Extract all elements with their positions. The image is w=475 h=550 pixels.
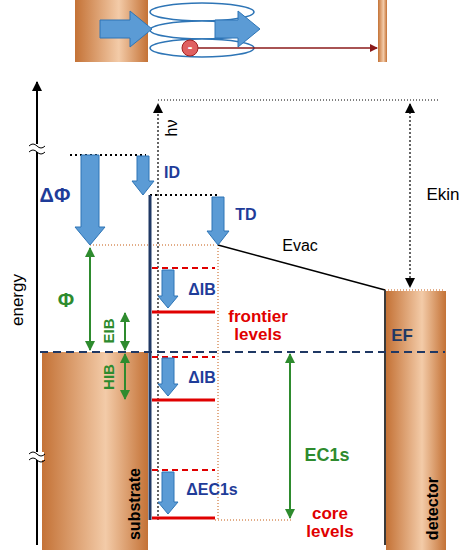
level-shifted: [152, 311, 215, 314]
annotation-label: EIB: [101, 318, 117, 343]
level-unshifted: [152, 469, 215, 471]
kinetic-energy-arrow: [409, 104, 410, 287]
binding-energy-arrow: [289, 354, 291, 518]
shift-arrow: [158, 472, 178, 514]
reference-dotted-line: [385, 290, 445, 291]
annotation-label: -: [188, 40, 193, 55]
shift-arrow: [158, 358, 178, 396]
shift-arrow: [207, 197, 229, 245]
block-label: substrate: [126, 468, 144, 540]
annotation-label: ΔΦ: [40, 185, 71, 206]
dipole-arrow: [215, 11, 260, 47]
electron-path: [198, 47, 377, 49]
annotation-label: EF: [391, 327, 413, 345]
annotation-label: HIB: [101, 364, 117, 390]
annotation-label: energy: [9, 274, 27, 326]
annotation-label: EC1s: [304, 446, 349, 465]
detector-block: [378, 0, 387, 62]
block-label: detector: [424, 477, 442, 540]
level-unshifted: [152, 267, 215, 269]
photon-level-line: [158, 100, 440, 101]
reference-dotted-line: [150, 194, 218, 196]
annotation-label: ΔIB: [188, 370, 216, 387]
annotation-label: core levels: [295, 505, 365, 541]
axis-break: [29, 452, 45, 462]
dipole-arrow: [100, 11, 152, 47]
shift-arrow: [158, 270, 178, 308]
annotation-label: Ekin: [426, 186, 459, 204]
annotation-label: hν: [164, 120, 181, 137]
fermi-level-line: [40, 351, 445, 353]
annotation-label: ΔIB: [188, 282, 216, 299]
shift-arrow: [132, 156, 154, 195]
annotation-label: frontier levels: [218, 308, 298, 344]
shift-arrow: [75, 155, 105, 245]
annotation-label: Φ: [58, 290, 74, 311]
annotation-label: TD: [235, 207, 256, 224]
injection-barrier-arrow: [124, 313, 126, 350]
annotation-label: ΔEC1s: [186, 482, 238, 499]
material-block: substrate: [42, 352, 148, 550]
injection-barrier-arrow: [124, 354, 126, 399]
level-shifted: [152, 517, 215, 520]
work-function-arrow: [89, 248, 91, 350]
axis-break: [29, 144, 45, 154]
interface-line: [149, 195, 152, 520]
reference-dotted-line: [218, 245, 219, 520]
electron: [182, 40, 198, 56]
detector-surface: [384, 290, 386, 545]
annotation-label: ID: [164, 165, 180, 182]
reference-dotted-line: [215, 520, 292, 521]
annotation-label: Evac: [282, 238, 318, 255]
level-shifted: [152, 399, 215, 402]
level-unshifted: [152, 356, 215, 358]
reference-dotted-line: [90, 245, 215, 246]
